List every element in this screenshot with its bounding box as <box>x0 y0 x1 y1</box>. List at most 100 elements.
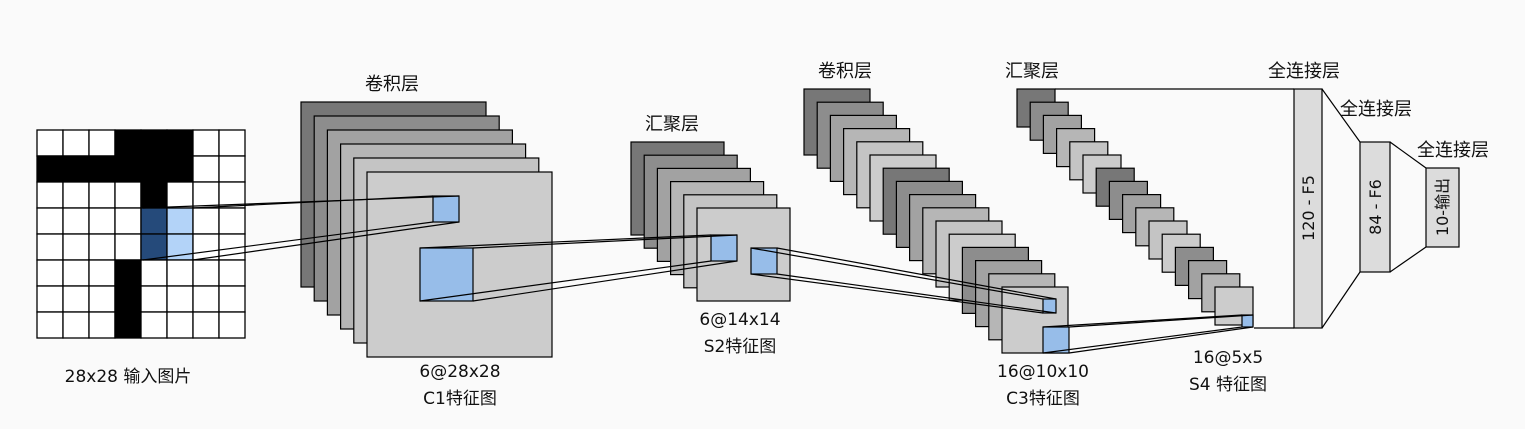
input-pixel <box>166 259 194 287</box>
input-caption: 28x28 输入图片 <box>65 367 192 387</box>
input-pixel <box>140 311 168 339</box>
input-pixel <box>62 207 90 235</box>
input-pixel <box>88 181 116 209</box>
conn-c3-s4-top2 <box>1068 314 1254 328</box>
input-pixel <box>140 181 168 209</box>
input-pixel <box>140 233 168 261</box>
conn-s2-c3-bot2 <box>776 273 1057 314</box>
input-pixel <box>62 129 90 157</box>
input-pixel <box>218 129 246 157</box>
s2-receptive-a <box>710 234 738 262</box>
conn-c1-s2-top2 <box>472 234 738 249</box>
input-pixel <box>166 207 194 235</box>
conn-f6-out-top <box>1389 141 1427 169</box>
conn-c3-s4-bot2 <box>1068 326 1254 354</box>
input-pixel <box>114 181 142 209</box>
conn-c3-s4-top <box>1042 314 1243 328</box>
f5-title: 全连接层 <box>1268 61 1340 82</box>
s2-label-name: S2特征图 <box>704 337 777 357</box>
input-pixel <box>88 233 116 261</box>
input-pixel <box>88 155 116 183</box>
input-pixel <box>114 285 142 313</box>
conn-c3-s4-bot <box>1042 326 1243 354</box>
input-pixel <box>140 259 168 287</box>
input-pixel <box>62 233 90 261</box>
c1-receptive-small <box>432 195 460 223</box>
input-pixel <box>62 155 90 183</box>
input-pixel <box>114 155 142 183</box>
conn-f6-out-bot <box>1389 246 1427 273</box>
conn-input-c1-bot2 <box>192 221 460 261</box>
conn-c1-s2-bot <box>419 260 712 302</box>
conn-input-c1-top2 <box>192 195 434 209</box>
input-pixel <box>114 129 142 157</box>
input-pixel <box>36 233 64 261</box>
input-pixel <box>218 207 246 235</box>
input-pixel <box>166 155 194 183</box>
c1-title: 卷积层 <box>365 74 419 95</box>
input-pixel <box>36 155 64 183</box>
input-pixel <box>166 129 194 157</box>
input-pixel <box>166 181 194 209</box>
s2-title: 汇聚层 <box>645 114 699 135</box>
input-pixel <box>88 259 116 287</box>
f6-title: 全连接层 <box>1340 99 1412 120</box>
output-label: 10-输出 <box>1433 178 1452 236</box>
conn-s2-c3-top2 <box>776 247 1057 300</box>
input-pixel <box>114 259 142 287</box>
input-pixel <box>218 181 246 209</box>
f5-layer <box>1293 88 1323 329</box>
input-pixel <box>140 155 168 183</box>
input-pixel <box>88 285 116 313</box>
input-pixel <box>192 233 220 261</box>
input-pixel <box>114 311 142 339</box>
s4-label-size: 16@5x5 <box>1193 348 1263 368</box>
input-image <box>36 129 246 339</box>
input-pixel <box>36 285 64 313</box>
conn-s2-c3-bot <box>750 273 1044 314</box>
input-pixel <box>62 285 90 313</box>
input-pixel <box>62 181 90 209</box>
f5-label: 120 - F5 <box>1299 175 1318 241</box>
input-pixel <box>218 285 246 313</box>
input-pixel <box>218 311 246 339</box>
input-pixel <box>88 207 116 235</box>
conn-f5-f6-top <box>1321 88 1361 143</box>
c1-receptive-large <box>419 247 474 302</box>
input-pixel <box>140 285 168 313</box>
input-pixel <box>36 311 64 339</box>
c3-title: 卷积层 <box>818 61 872 82</box>
input-pixel <box>192 207 220 235</box>
input-pixel <box>192 285 220 313</box>
conn-s2-c3-top <box>750 247 1044 300</box>
connection-lines <box>142 88 1427 354</box>
input-pixel <box>88 129 116 157</box>
input-pixel <box>36 207 64 235</box>
input-pixel <box>36 129 64 157</box>
input-pixel <box>62 311 90 339</box>
conn-input-c1-bot <box>142 221 434 261</box>
input-pixel <box>62 259 90 287</box>
s2-label-size: 6@14x14 <box>699 310 780 330</box>
f6-label: 84 - F6 <box>1366 179 1385 235</box>
conn-c1-s2-bot2 <box>472 260 738 302</box>
input-pixel <box>192 259 220 287</box>
output-layer <box>1425 167 1460 248</box>
conn-c1-s2-top <box>419 234 712 249</box>
input-pixel <box>114 207 142 235</box>
input-pixel <box>218 259 246 287</box>
f6-layer <box>1359 141 1391 273</box>
c3-receptive-small <box>1042 298 1057 314</box>
input-pixel <box>192 155 220 183</box>
conn-f5-f6-bot <box>1321 271 1361 329</box>
input-pixel <box>218 155 246 183</box>
c1-label-name: C1特征图 <box>423 389 497 409</box>
input-pixel <box>114 233 142 261</box>
s4-receptive <box>1241 314 1254 328</box>
input-pixel <box>36 181 64 209</box>
input-pixel <box>140 129 168 157</box>
c3-label-name: C3特征图 <box>1006 389 1080 409</box>
output-title: 全连接层 <box>1417 140 1489 161</box>
c3-label-size: 16@10x10 <box>997 362 1089 382</box>
